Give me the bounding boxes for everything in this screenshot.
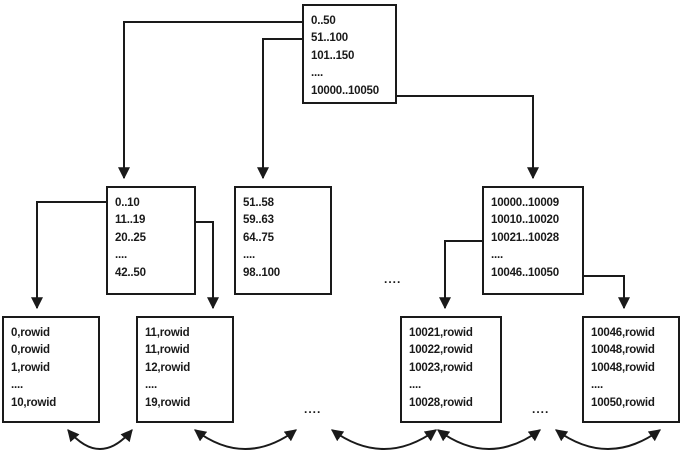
leaf-entry: 10046,rowid	[591, 327, 655, 339]
leaf-entry: 10023,rowid	[409, 361, 473, 374]
leaf-node-4: 10046,rowid 10048,rowid 10048,rowid ....…	[582, 316, 680, 423]
edge-branch-1-to-leaf-1	[31, 201, 108, 310]
sibling-link-2	[194, 429, 297, 450]
leaf-node-1: 0,rowid 0,rowid 1,rowid .... 10,rowid	[2, 316, 100, 423]
leaf-entry: 10,rowid	[11, 396, 57, 409]
edge-branch-3-to-leaf-4	[580, 275, 630, 310]
leaf-ellipsis: ....	[145, 379, 157, 392]
branch-key-range: 10046..10050	[491, 266, 559, 279]
root-node: 0..50 51..100 101..150 .... 10000..10050	[302, 4, 397, 104]
branch-node-1: 0..10 11..19 20..25 .... 42..50	[106, 186, 196, 295]
leaf-node-3: 10021,rowid 10022,rowid 10023,rowid ....…	[400, 316, 502, 423]
leaf-ellipsis: ....	[409, 379, 421, 392]
leaf-entry: 10021,rowid	[409, 327, 473, 339]
leaf-entry: 19,rowid	[145, 396, 191, 409]
branch-gap-ellipsis: ....	[384, 272, 402, 286]
root-key-range: 101..150	[311, 49, 355, 62]
branch-key-range: 0..10	[115, 197, 140, 209]
branch-key-range: 98..100	[243, 266, 280, 279]
leaf-entry: 11,rowid	[145, 344, 190, 357]
leaf-ellipsis: ....	[591, 379, 603, 392]
branch-ellipsis: ....	[243, 249, 255, 262]
edge-branch-3-to-leaf-3	[439, 240, 487, 310]
sibling-link-5	[555, 429, 661, 450]
leaf-entry: 10022,rowid	[409, 344, 473, 357]
leaf-entry: 1,rowid	[11, 361, 50, 374]
branch-key-range: 64..75	[243, 231, 274, 244]
sibling-link-3	[331, 429, 437, 450]
edge-root-to-branch-1	[118, 21, 303, 180]
edge-root-to-branch-3	[395, 95, 539, 180]
leaf-entry: 0,rowid	[11, 327, 50, 339]
leaf-entry: 10048,rowid	[591, 344, 655, 357]
leaf-entry: 0,rowid	[11, 344, 50, 357]
branch-node-2: 51..58 59..63 64..75 .... 98..100	[234, 186, 332, 295]
leaf-ellipsis: ....	[11, 379, 23, 392]
leaf-gap-ellipsis-left: ....	[304, 402, 322, 416]
branch-ellipsis: ....	[115, 249, 127, 262]
leaf-entry: 11,rowid	[145, 327, 190, 339]
root-key-range: 0..50	[311, 15, 336, 27]
branch-key-range: 42..50	[115, 266, 146, 279]
leaf-entry: 12,rowid	[145, 361, 191, 374]
leaf-node-2: 11,rowid 11,rowid 12,rowid .... 19,rowid	[136, 316, 234, 423]
sibling-link-4	[437, 429, 541, 450]
branch-node-3: 10000..10009 10010..10020 10021..10028 .…	[482, 186, 584, 295]
branch-key-range: 51..58	[243, 197, 274, 209]
branch-key-range: 10021..10028	[491, 231, 559, 244]
root-ellipsis: ....	[311, 67, 323, 80]
branch-ellipsis: ....	[491, 249, 503, 262]
branch-key-range: 10000..10009	[491, 197, 559, 209]
leaf-entry: 10028,rowid	[409, 396, 473, 409]
branch-key-range: 59..63	[243, 214, 274, 227]
leaf-entry: 10048,rowid	[591, 361, 655, 374]
edge-root-to-branch-2	[257, 38, 303, 180]
branch-key-range: 20..25	[115, 231, 146, 244]
root-key-range: 51..100	[311, 32, 348, 45]
leaf-gap-ellipsis-right: ....	[532, 402, 550, 416]
root-key-range: 10000..10050	[311, 84, 379, 97]
branch-key-range: 10010..10020	[491, 214, 559, 227]
branch-key-range: 11..19	[115, 214, 146, 227]
sibling-link-1	[67, 429, 133, 450]
leaf-entry: 10050,rowid	[591, 396, 655, 409]
